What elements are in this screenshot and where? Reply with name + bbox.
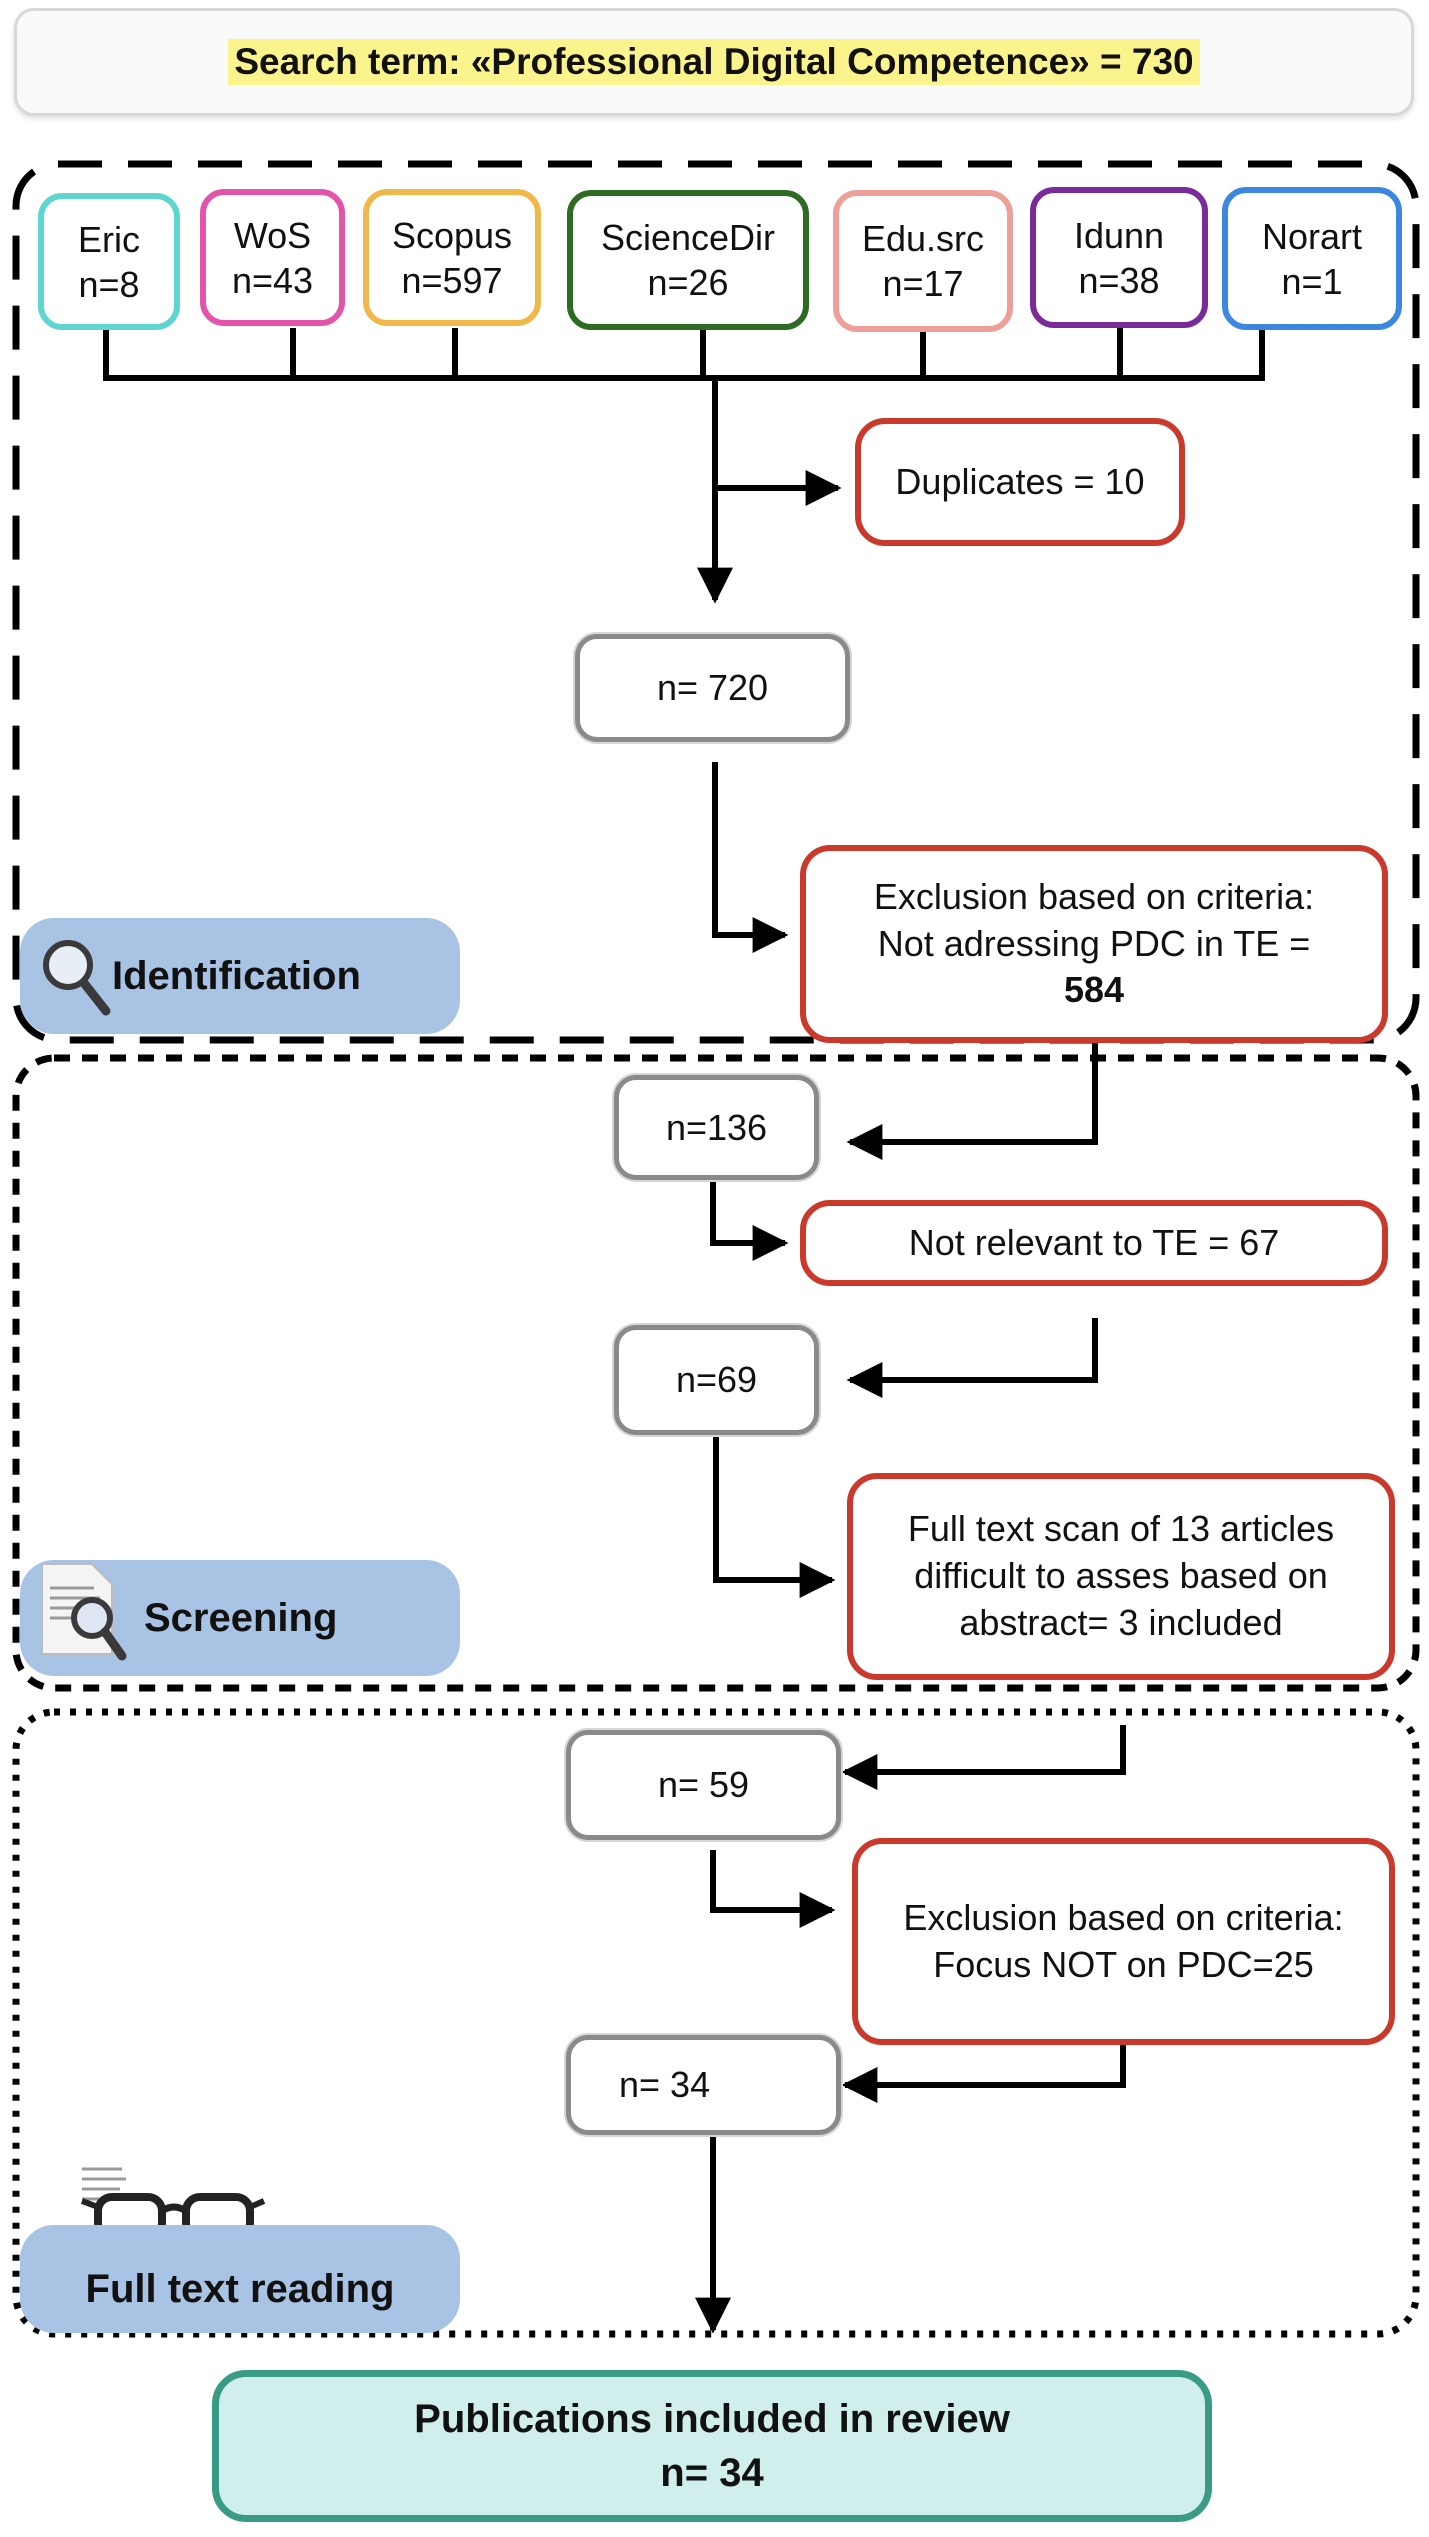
- source-wos-name: WoS: [233, 214, 312, 256]
- source-edusrc-name: Edu.src: [861, 218, 985, 259]
- exclusion-criteria-line3: 584: [1063, 969, 1125, 1011]
- stage-fulltext-label: Full text reading: [85, 2266, 395, 2311]
- duplicates-label: Duplicates = 10: [895, 460, 1145, 502]
- source-sciencedir: ScienceDir n=26: [567, 190, 809, 330]
- duplicates-box: Duplicates = 10: [855, 418, 1185, 546]
- stage-screening-label: Screening: [144, 1595, 338, 1640]
- count-n69: n=69: [614, 1325, 819, 1435]
- source-eric: Eric n=8: [38, 193, 180, 330]
- identification-phase-border: [12, 160, 1420, 1044]
- fulltext-scan-line1: Full text scan of 13 articles: [907, 1508, 1335, 1550]
- source-eric-count: n=8: [78, 263, 140, 305]
- source-norart-name: Norart: [1261, 215, 1363, 257]
- stage-identification-label: Identification: [112, 953, 361, 998]
- count-n720: n= 720: [575, 634, 850, 742]
- document-search-icon: [41, 1563, 127, 1661]
- magnifier-icon: [43, 940, 111, 1016]
- source-sciencedir-name: ScienceDir: [600, 217, 776, 258]
- source-wos-count: n=43: [231, 259, 314, 301]
- count-n34: n= 34: [566, 2035, 841, 2135]
- count-n34-label: n= 34: [619, 2064, 711, 2105]
- search-term-label: Search term: «Professional Digital Compe…: [228, 39, 1200, 85]
- exclusion-criteria-line1: Exclusion based on criteria:: [873, 875, 1315, 917]
- notrelevant-to-n69: [846, 1318, 1098, 1398]
- exclusion-focus-line2: Focus NOT on PDC=25: [933, 1943, 1314, 1985]
- count-n136-label: n=136: [665, 1106, 768, 1148]
- exclusionfocus-to-n34: [841, 2045, 1126, 2103]
- source-edusrc: Edu.src n=17: [833, 190, 1013, 332]
- count-n136: n=136: [614, 1075, 819, 1180]
- source-norart-count: n=1: [1281, 260, 1343, 302]
- exclusion-criteria-line2: Not adressing PDC in TE =: [877, 922, 1311, 964]
- not-relevant-label: Not relevant to TE = 67: [908, 1221, 1280, 1263]
- fulltext-scan-box: Full text scan of 13 articles difficult …: [847, 1473, 1395, 1680]
- source-scopus-count: n=597: [401, 259, 503, 301]
- n69-to-fulltextscan: [713, 1435, 836, 1598]
- fulltext-scan-line3: abstract= 3 included: [959, 1601, 1283, 1643]
- search-term-box: Search term: «Professional Digital Compe…: [14, 8, 1414, 116]
- result-count: n= 34: [660, 2451, 764, 2495]
- count-n59: n= 59: [566, 1730, 841, 1840]
- n720-to-exclusion: [712, 762, 789, 953]
- source-scopus-name: Scopus: [391, 214, 513, 256]
- stage-fulltext: Full text reading: [20, 2225, 460, 2333]
- source-idunn: Idunn n=38: [1030, 187, 1208, 328]
- stage-screening: Screening: [20, 1560, 460, 1676]
- source-edusrc-count: n=17: [882, 263, 964, 304]
- fulltextscan-to-n59: [841, 1725, 1126, 1790]
- exclusion-focus-box: Exclusion based on criteria: Focus NOT o…: [852, 1838, 1395, 2045]
- source-idunn-name: Idunn: [1073, 214, 1165, 256]
- fulltext-phase-border: [12, 1708, 1420, 2338]
- n59-to-exclusionfocus: [710, 1850, 836, 1928]
- source-norart: Norart n=1: [1222, 187, 1402, 330]
- source-idunn-count: n=38: [1078, 259, 1160, 301]
- fulltext-scan-line2: difficult to asses based on: [914, 1555, 1328, 1597]
- exclusion-focus-line1: Exclusion based on criteria:: [903, 1896, 1344, 1938]
- source-sciencedir-count: n=26: [647, 262, 729, 303]
- exclusion-criteria-box: Exclusion based on criteria: Not adressi…: [800, 845, 1388, 1043]
- not-relevant-box: Not relevant to TE = 67: [800, 1200, 1388, 1286]
- count-n59-label: n= 59: [657, 1764, 750, 1805]
- source-wos: WoS n=43: [200, 189, 345, 326]
- screening-phase-border: [12, 1054, 1420, 1692]
- result-title: Publications included in review: [414, 2397, 1010, 2441]
- result-box: Publications included in review n= 34: [212, 2370, 1212, 2522]
- count-n69-label: n=69: [675, 1359, 758, 1400]
- source-scopus: Scopus n=597: [363, 189, 541, 326]
- stage-identification: Identification: [20, 918, 460, 1034]
- exclusion-to-n136: [846, 1040, 1098, 1160]
- count-n720-label: n= 720: [656, 667, 769, 708]
- n136-to-notrelevant: [710, 1180, 789, 1261]
- source-eric-name: Eric: [78, 218, 140, 260]
